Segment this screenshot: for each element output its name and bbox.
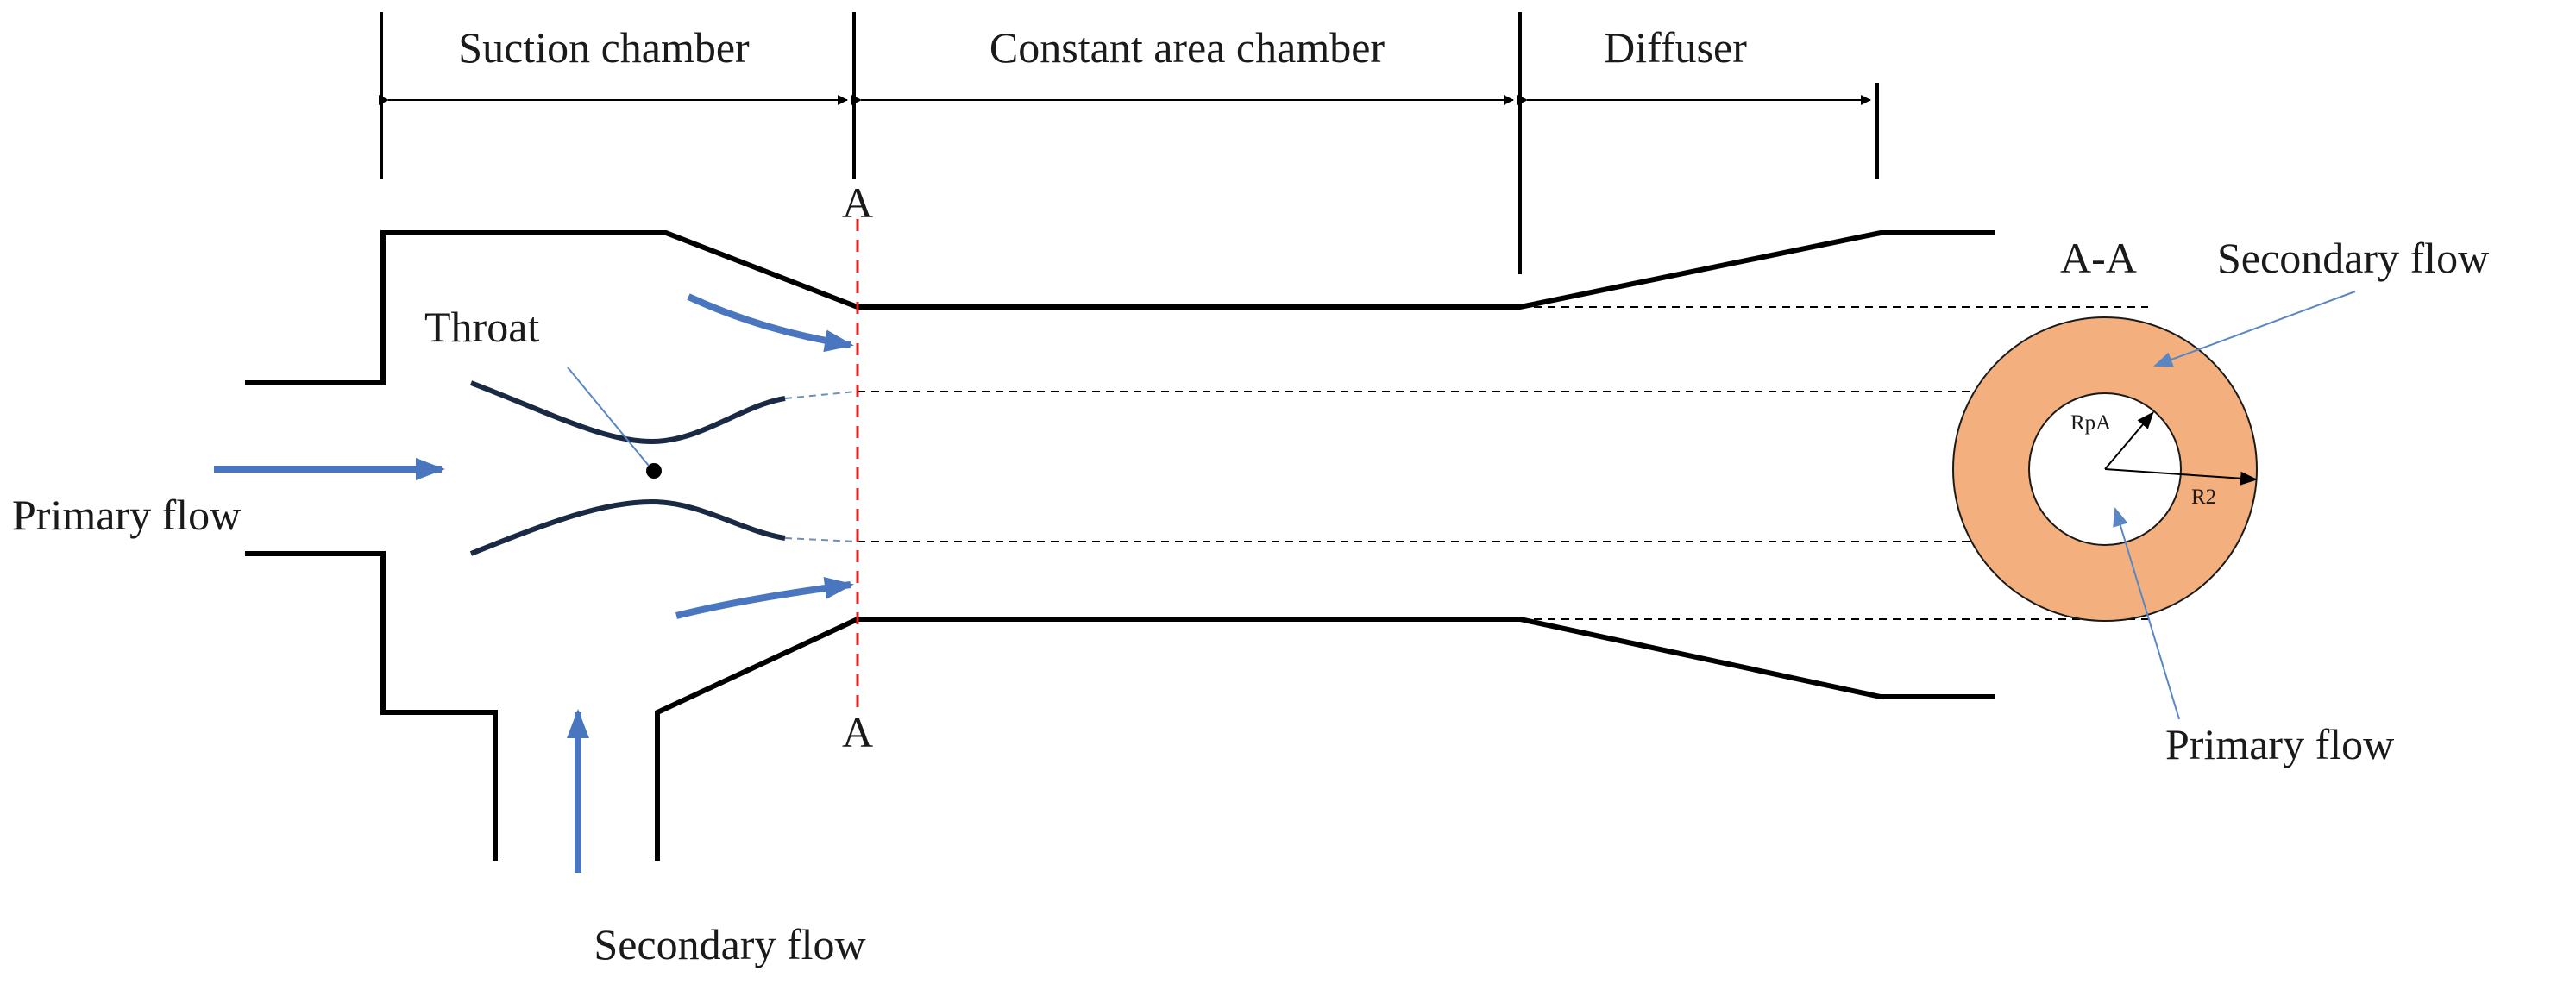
cross-section-a-a: RpA R2 — [1952, 316, 2258, 622]
throat-point — [646, 463, 662, 479]
throat-leader — [567, 367, 650, 467]
secondary-flow-lower-arrow — [675, 577, 854, 619]
secondary-flow-section-label: Secondary flow — [2217, 234, 2489, 282]
primary-flow-inlet-label: Primary flow — [12, 491, 241, 539]
primary-nozzle — [469, 380, 857, 556]
lower-inlet-wall — [245, 551, 498, 861]
primary-flow-section-label: Primary flow — [2165, 720, 2394, 768]
upper-wall — [245, 230, 1995, 385]
secondary-flow-leader — [2153, 291, 2356, 367]
suction-chamber-label: Suction chamber — [458, 23, 750, 72]
secondary-flow-upper-arrow — [687, 293, 854, 353]
projection-lines — [858, 306, 2148, 620]
flow-arrows — [214, 293, 854, 873]
section-label-top: A — [842, 179, 873, 227]
section-view-label: A-A — [2060, 234, 2137, 282]
throat-label: Throat — [424, 303, 539, 351]
primary-flow-leader — [2113, 507, 2180, 720]
secondary-flow-inlet-label: Secondary flow — [594, 920, 865, 968]
lower-wall — [655, 617, 1995, 861]
radius-outer-label: R2 — [2191, 486, 2216, 509]
diffuser-label: Diffuser — [1604, 23, 1747, 72]
ejector-body — [245, 230, 1995, 861]
constant-area-chamber-label: Constant area chamber — [990, 23, 1385, 72]
radius-primary-arrow — [2104, 411, 2154, 470]
radius-outer-arrow — [2104, 468, 2258, 486]
radius-primary-label: RpA — [2070, 411, 2111, 435]
section-label-bottom: A — [842, 708, 873, 756]
